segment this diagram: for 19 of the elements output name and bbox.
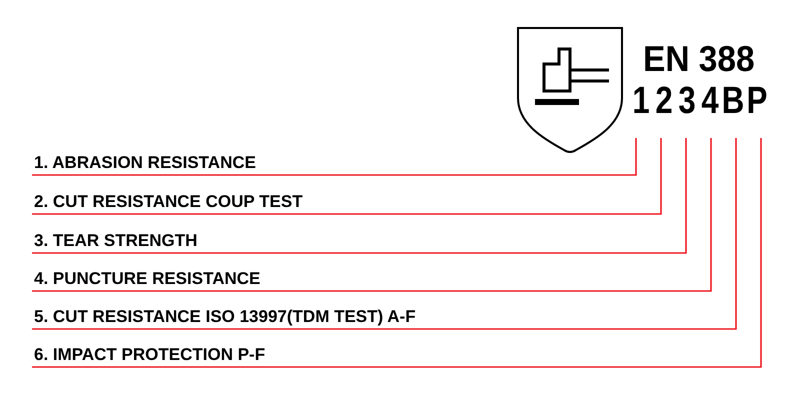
leader-line [32,138,762,368]
rating-digit: 2 [652,82,676,120]
rating-digit: 3 [676,82,698,120]
test-label: 5. CUT RESISTANCE ISO 13997(TDM TEST) A-F [34,308,416,326]
rating-digit: 4 [698,82,722,120]
leader-line [32,138,637,176]
leader-line [32,138,712,292]
test-label: 4. PUNCTURE RESISTANCE [34,270,260,288]
rating-digit: B [722,82,744,120]
test-label: 3. TEAR STRENGTH [34,232,198,250]
standard-number: EN 388 [643,41,755,77]
rating-digit: 1 [630,82,652,120]
leader-line [32,138,737,330]
leader-line [32,138,662,215]
test-label: 1. ABRASION RESISTANCE [34,154,256,172]
leader-line [32,138,687,254]
test-label: 2. CUT RESISTANCE COUP TEST [34,193,303,211]
test-label: 6. IMPACT PROTECTION P-F [34,346,266,364]
rating-digit: P [746,82,768,120]
